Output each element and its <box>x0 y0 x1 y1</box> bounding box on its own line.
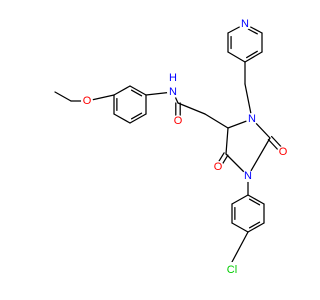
atom-cl: Cl <box>224 262 240 278</box>
pyridine-ring-bond <box>227 51 246 63</box>
molecule-diagram: N H O O N N O <box>54 18 289 278</box>
atom-o-ether-label: O <box>83 95 92 107</box>
atom-n-ring-bottom: N <box>242 170 254 182</box>
chlorophenyl-ring-bond <box>231 222 249 233</box>
ethoxyphenyl-ring-bond <box>113 113 131 124</box>
atom-h-amide-label: H <box>169 72 177 84</box>
pyridine-ring-inner-bond <box>246 50 258 59</box>
chlorophenyl-ring-bond <box>231 194 249 205</box>
pyridine-ring-inner-bond <box>246 27 258 35</box>
atom-o-ring-left-label: O <box>214 161 223 173</box>
atom-n-pyridine-label: N <box>241 18 249 30</box>
imidazolidine-bond <box>225 127 229 155</box>
carbonyl-ch2-bond <box>177 102 206 115</box>
atom-o-amide-label: O <box>174 115 183 127</box>
atom-label-layer: N H O O N N O <box>81 18 289 278</box>
ethoxyphenyl-ring-inner-bond <box>130 89 143 97</box>
atom-h-amide: H <box>168 72 178 84</box>
chlorophenyl-ring-bond <box>247 222 265 233</box>
ethoxyphenyl-ring-inner-bond <box>130 112 143 120</box>
atom-o-ether: O <box>81 95 93 107</box>
molecule-structure: N H O O N N O <box>54 18 289 278</box>
atom-o-ring-right-label: O <box>279 146 288 158</box>
atom-n-ring-bottom-label: N <box>244 170 252 182</box>
bond-layer <box>54 23 286 263</box>
atom-n-ring-top-label: N <box>248 113 256 125</box>
ethoxyphenyl-ring-bond <box>129 85 147 96</box>
ch2-ring-bond <box>204 113 229 129</box>
ethoxyphenyl-ring-bond <box>129 113 147 124</box>
ethoxyphenyl-ring-bond <box>113 85 131 96</box>
atom-o-ring-left: O <box>212 161 224 173</box>
atom-n-pyridine: N <box>239 18 251 30</box>
pyridine-ring-bond <box>244 51 263 63</box>
chlorophenyl-ring-inner-bond <box>248 221 261 229</box>
atom-n-amide: N <box>167 86 179 98</box>
atom-n-amide-label: N <box>169 86 177 98</box>
atom-n-ring-top: N <box>246 113 258 125</box>
chlorophenyl-ring-inner-bond <box>248 198 261 206</box>
ethyl-bond <box>54 91 72 102</box>
atom-cl-label: Cl <box>227 264 237 276</box>
c-cl-bond <box>231 231 249 263</box>
imidazolidine-bond <box>247 137 271 177</box>
atom-o-amide: O <box>172 115 184 127</box>
chlorophenyl-ring-bond <box>247 194 265 205</box>
atom-o-ring-right: O <box>277 146 289 158</box>
